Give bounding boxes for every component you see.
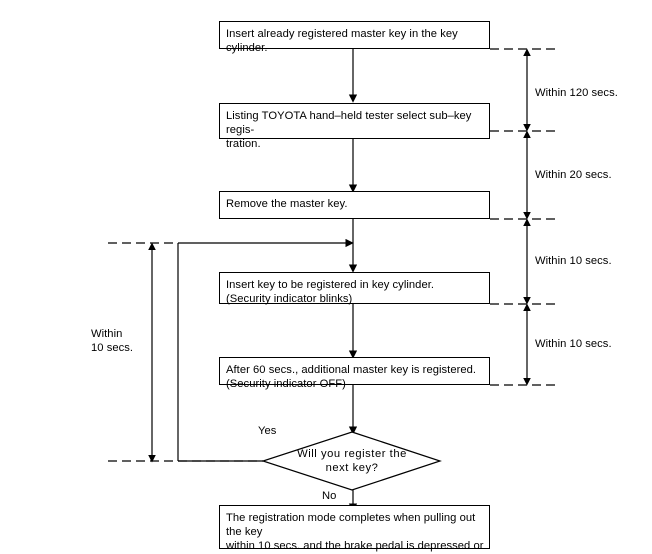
right-timing-arrows (523, 48, 531, 386)
timing-label-10-secs-upper: Within 10 secs. (535, 255, 612, 267)
left-timing-arrow (148, 242, 156, 463)
step-insert-key-to-register: Insert key to be registered in key cylin… (219, 272, 490, 305)
branch-label-no: No (322, 490, 337, 502)
timing-label-loop-10-secs: Within 10 secs. (91, 328, 134, 354)
step-select-sub-key-registration: Listing TOYOTA hand–held tester select s… (219, 103, 490, 150)
timing-label-10-secs-lower: Within 10 secs. (535, 338, 612, 350)
right-dashed-guides (490, 48, 556, 386)
step-remove-master-key: Remove the master key. (219, 191, 490, 219)
timing-label-120-secs: Within 120 secs. (535, 87, 618, 99)
left-dashed-guides (108, 242, 263, 462)
decision-register-next-key-label: Will you register the next key? (297, 448, 407, 474)
timing-label-20-secs: Within 20 secs. (535, 169, 612, 181)
branch-label-yes: Yes (258, 425, 277, 437)
decision-diamond (261, 431, 442, 491)
step-key-registered: After 60 secs., additional master key is… (219, 357, 490, 390)
step-insert-master-key: Insert already registered master key in … (219, 21, 490, 54)
step-registration-complete: The registration mode completes when pul… (219, 505, 490, 552)
